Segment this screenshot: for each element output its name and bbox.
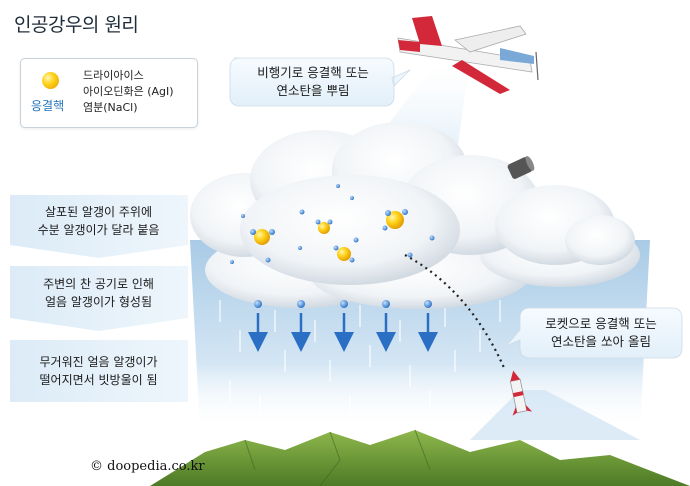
airplane-callout-line-1: 비행기로 응결핵 또는 [257, 65, 369, 80]
rain-streaks [219, 300, 501, 417]
step-1-line-2: 수분 알갱이가 달라 붙음 [37, 223, 160, 237]
canister-icon [507, 155, 535, 179]
legend-item: 염분(NaCl) [83, 101, 138, 114]
credit-text: © doopedia.co.kr [90, 459, 205, 474]
legend-label: 응결핵 [31, 99, 65, 113]
legend-items: 드라이아이스 아이오딘화은 (AgI) 염분(NaCl) [83, 68, 174, 116]
rocket-spray-beam [470, 390, 640, 440]
step-3-text: 무거워진 얼음 알갱이가 떨어지면서 빗방울이 됨 [17, 353, 180, 389]
legend-item: 드라이아이스 [83, 69, 144, 82]
step-2-text: 주변의 찬 공기로 인해 얼음 알갱이가 형성됨 [17, 275, 180, 311]
condensation-nuclei [254, 211, 404, 261]
step-2-line-2: 얼음 알갱이가 형성됨 [45, 295, 152, 309]
step-1-line-1: 살포된 알갱이 주위에 [45, 205, 152, 219]
step-3-line-2: 떨어지면서 빗방울이 됨 [39, 373, 158, 387]
rocket-callout-line-1: 로켓으로 응결핵 또는 [545, 316, 657, 331]
legend-box: 응결핵 드라이아이스 아이오딘화은 (AgI) 염분(NaCl) [20, 58, 198, 128]
airplane-callout: 비행기로 응결핵 또는 연소탄을 뿌림 [238, 64, 388, 100]
airplane-callout-line-2: 연소탄을 뿌림 [276, 83, 350, 98]
water-droplets [230, 184, 435, 264]
falling-drops [248, 300, 438, 352]
callout-shapes [229, 57, 683, 359]
step-panels [10, 195, 188, 402]
step-1-text: 살포된 알갱이 주위에 수분 알갱이가 달라 붙음 [17, 203, 180, 239]
rocket-callout: 로켓으로 응결핵 또는 연소탄을 쏘아 올림 [526, 315, 676, 351]
mountains [150, 429, 690, 486]
step-3-line-1: 무거워진 얼음 알갱이가 [39, 355, 158, 369]
rocket-callout-line-2: 연소탄을 쏘아 올림 [551, 334, 651, 349]
page-title: 인공강우의 원리 [14, 14, 139, 36]
step-2-line-1: 주변의 찬 공기로 인해 [43, 277, 154, 291]
cloud [190, 122, 640, 309]
nucleus-icon [42, 72, 59, 89]
legend-item: 아이오딘화은 (AgI) [83, 85, 174, 98]
airplane-icon [397, 16, 539, 94]
